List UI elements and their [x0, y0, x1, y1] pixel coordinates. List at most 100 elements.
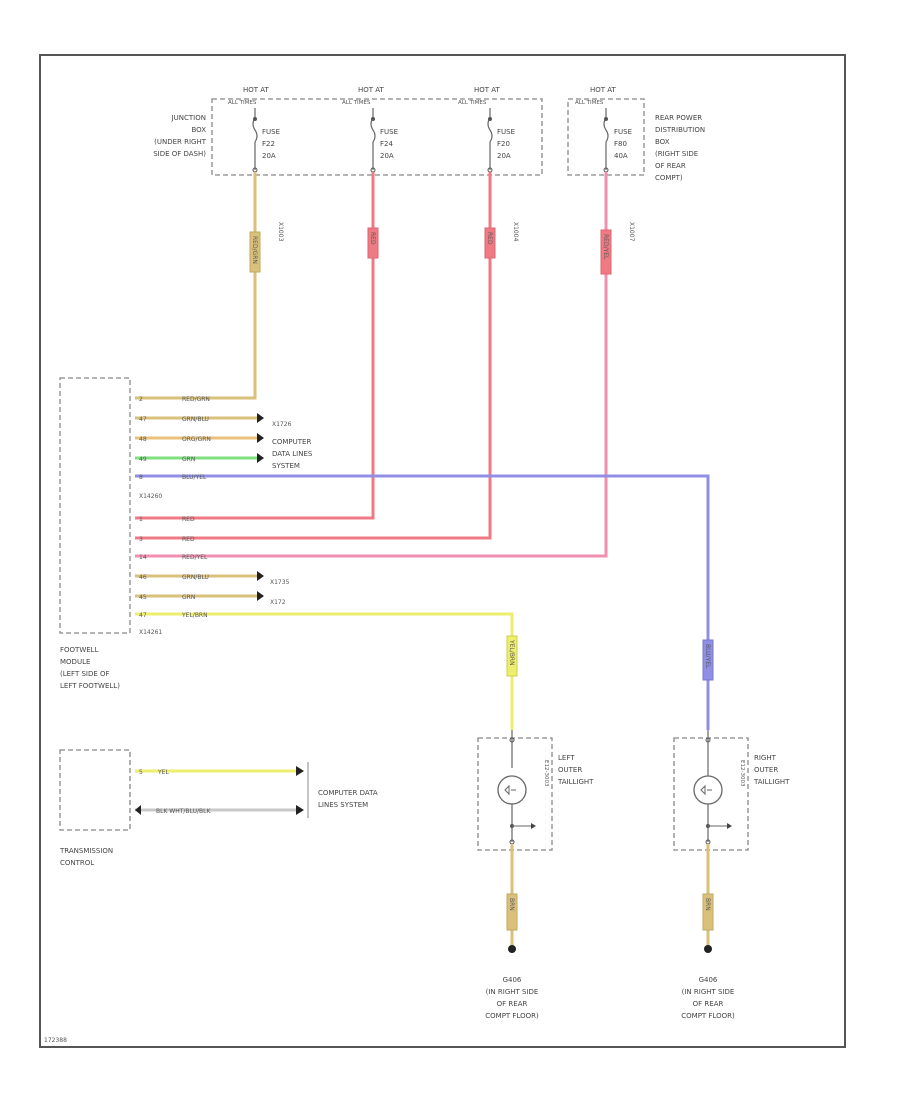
svg-text:FUSE: FUSE: [262, 128, 280, 136]
footwell-connector-top: X14260: [139, 493, 162, 500]
wire-fuse2-red: [135, 172, 375, 520]
svg-text:CONTROL: CONTROL: [60, 859, 94, 867]
svg-text:F24: F24: [380, 140, 393, 148]
svg-text:BOX: BOX: [191, 126, 206, 134]
svg-text:2: 2: [139, 396, 143, 403]
svg-text:GRN: GRN: [182, 456, 195, 463]
fuse-f22: HOT AT ALL TIMES FUSE F22 20A X1003: [228, 86, 284, 242]
wire-label-fuse1: RED/GRN: [251, 236, 258, 264]
svg-text:47: 47: [139, 612, 147, 619]
svg-text:COMPT FLOOR): COMPT FLOOR): [681, 1012, 735, 1020]
wire-fuse4-red-yel: [135, 172, 608, 558]
svg-text:F22: F22: [262, 140, 275, 148]
svg-text:E12-3003: E12-3003: [739, 760, 745, 787]
svg-text:20A: 20A: [497, 152, 511, 160]
svg-text:GRN: GRN: [182, 594, 195, 601]
footwell-pin-row: 47 YEL/BRN: [135, 612, 514, 730]
svg-text:REAR POWER: REAR POWER: [655, 114, 702, 122]
wire-label-fuse3: RED: [486, 232, 493, 245]
svg-text:BLU/YEL: BLU/YEL: [182, 474, 207, 481]
svg-text:F20: F20: [497, 140, 510, 148]
svg-text:ALL TIMES: ALL TIMES: [575, 100, 604, 106]
svg-text:ALL TIMES: ALL TIMES: [342, 100, 371, 106]
svg-text:YEL/BRN: YEL/BRN: [181, 612, 208, 619]
wire-fuse1-connector: [249, 231, 261, 273]
wire-label-fuse2: RED: [369, 232, 376, 245]
svg-text:8: 8: [139, 474, 143, 481]
svg-text:OF REAR: OF REAR: [693, 1000, 724, 1008]
svg-text:45: 45: [139, 594, 147, 601]
svg-text:48: 48: [139, 436, 147, 443]
left-lamp-wire-connector: [506, 635, 518, 677]
wire-fuse4-connector: [600, 229, 612, 275]
svg-text:RIGHT: RIGHT: [754, 754, 777, 762]
rear-power-box-label: REAR POWER DISTRIBUTION BOX (RIGHT SIDE …: [655, 114, 705, 182]
svg-text:X1004: X1004: [512, 222, 519, 242]
right-outer-taillight: E12-3003: [673, 730, 749, 851]
svg-text:OUTER: OUTER: [754, 766, 778, 774]
right-lamp-wire-connector: [702, 639, 714, 681]
footwell-pin-row: 3 RED: [139, 536, 195, 543]
svg-text:FUSE: FUSE: [380, 128, 398, 136]
wire-fuse2-connector: [367, 227, 379, 259]
fuse-f80: HOT AT ALL TIMES FUSE F80 40A X1007: [575, 86, 635, 242]
svg-text:COMPT FLOOR): COMPT FLOOR): [485, 1012, 539, 1020]
right-ground-point: [704, 945, 712, 953]
svg-text:49: 49: [139, 456, 147, 463]
svg-text:(UNDER RIGHT: (UNDER RIGHT: [154, 138, 207, 146]
svg-text:COMPUTER: COMPUTER: [272, 438, 311, 446]
footwell-data-lines-label: X1726 COMPUTER DATA LINES SYSTEM: [272, 421, 313, 470]
svg-text:COMPUTER DATA: COMPUTER DATA: [318, 789, 378, 797]
svg-text:ALL TIMES: ALL TIMES: [458, 100, 487, 106]
rear-power-box-outline: [567, 98, 645, 176]
svg-text:OUTER: OUTER: [558, 766, 582, 774]
svg-text:20A: 20A: [262, 152, 276, 160]
svg-text:DATA LINES: DATA LINES: [272, 450, 313, 458]
svg-text:14: 14: [139, 554, 147, 561]
footwell-connector-x172: X172: [270, 599, 286, 606]
wire-fuse1-red-grn: [135, 172, 257, 400]
svg-text:BOX: BOX: [655, 138, 670, 146]
wire-label-fuse4: RED/YEL: [602, 234, 609, 260]
left-outer-taillight: E12-3003: [477, 730, 553, 851]
svg-text:LEFT FOOTWELL): LEFT FOOTWELL): [60, 682, 120, 690]
footwell-pin-row: 49 GRN: [135, 453, 264, 463]
svg-text:F80: F80: [614, 140, 627, 148]
svg-text:X1726: X1726: [272, 421, 292, 428]
svg-text:X1007: X1007: [628, 222, 635, 242]
junction-box-outline: [211, 98, 543, 176]
svg-text:SIDE OF DASH): SIDE OF DASH): [153, 150, 206, 158]
svg-text:FOOTWELL: FOOTWELL: [60, 646, 99, 654]
svg-text:LINES SYSTEM: LINES SYSTEM: [318, 801, 368, 809]
left-lamp-wire-top-label: YEL/BRN: [508, 639, 515, 666]
svg-text:5: 5: [139, 769, 143, 776]
left-ground-label: G406 (IN RIGHT SIDE OF REAR COMPT FLOOR): [485, 976, 539, 1020]
svg-text:GRN/BLU: GRN/BLU: [182, 574, 209, 581]
svg-text:G406: G406: [503, 976, 522, 984]
svg-text:3: 3: [139, 536, 143, 543]
svg-text:MODULE: MODULE: [60, 658, 90, 666]
diagram-code: 172388: [44, 1037, 67, 1044]
junction-box-label: JUNCTION BOX (UNDER RIGHT SIDE OF DASH): [153, 114, 207, 158]
svg-text:X1003: X1003: [277, 222, 284, 242]
svg-text:(IN RIGHT SIDE: (IN RIGHT SIDE: [486, 988, 539, 996]
svg-text:RED/GRN: RED/GRN: [182, 396, 210, 403]
svg-text:FUSE: FUSE: [497, 128, 515, 136]
right-lamp-wire-top-label: BLU/YEL: [704, 644, 711, 669]
svg-text:HOT AT: HOT AT: [590, 86, 617, 94]
right-ground-label: G406 (IN RIGHT SIDE OF REAR COMPT FLOOR): [681, 976, 735, 1020]
svg-text:(LEFT SIDE OF: (LEFT SIDE OF: [60, 670, 110, 678]
fuse-f20: HOT AT ALL TIMES FUSE F20 20A X1004: [458, 86, 519, 242]
svg-text:HOT AT: HOT AT: [243, 86, 270, 94]
left-ground-connector: [506, 893, 518, 931]
svg-text:OF REAR: OF REAR: [497, 1000, 528, 1008]
svg-text:RED: RED: [182, 536, 195, 543]
svg-text:TRANSMISSION: TRANSMISSION: [59, 847, 113, 855]
right-ground-wire-label: BRN: [704, 898, 711, 911]
left-ground-point: [508, 945, 516, 953]
left-ground-wire-label: BRN: [508, 898, 515, 911]
transmission-control-outline: [59, 749, 131, 831]
svg-text:YEL: YEL: [157, 769, 169, 776]
transmission-data-wire: BLK WHT/BLU/BLK: [135, 805, 304, 815]
svg-text:(RIGHT SIDE: (RIGHT SIDE: [655, 150, 698, 158]
